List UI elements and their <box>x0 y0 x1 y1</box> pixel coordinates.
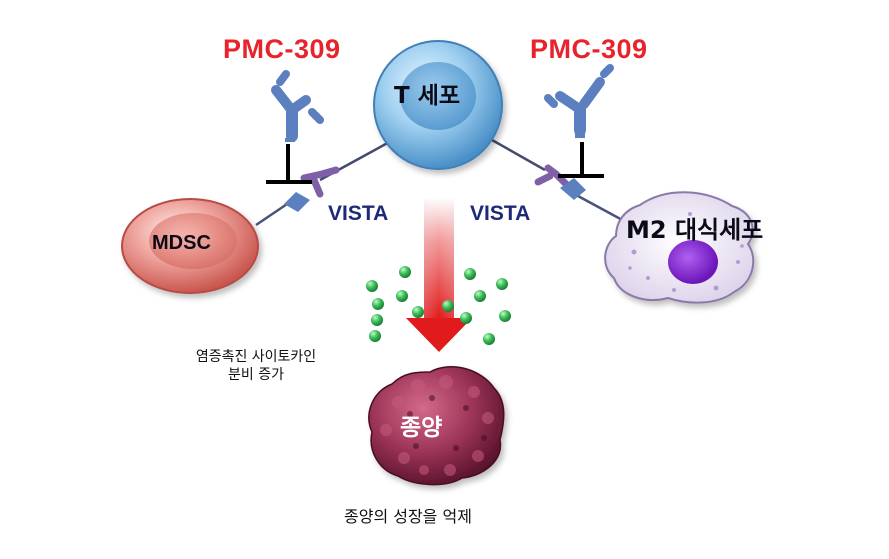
cytokine-note: 염증촉진 사이토카인 분비 증가 <box>168 348 344 384</box>
mdsc-cell <box>121 198 259 294</box>
vista-receptor-left <box>284 166 340 212</box>
cytokine-note-line2: 분비 증가 <box>228 367 284 383</box>
vista-receptor-right <box>534 164 586 200</box>
antibody-right <box>544 64 614 138</box>
secretion-arrow <box>406 198 472 352</box>
macrophage-link <box>577 194 627 224</box>
cytokine-note-line1: 염증촉진 사이토카인 <box>195 349 317 365</box>
mdsc-label: MDSC <box>152 232 211 254</box>
tumor-label: 종양 <box>400 415 443 441</box>
t-cell <box>373 40 503 170</box>
drug-label-left: PMC-309 <box>223 34 341 64</box>
block-symbol-right <box>558 142 604 178</box>
vista-label-left: VISTA <box>328 202 389 225</box>
t-cell-label: T 세포 <box>394 83 461 109</box>
tumor-mass <box>368 366 505 486</box>
outcome-caption: 종양의 성장을 억제 <box>344 507 472 526</box>
m2-macrophage-cell <box>604 191 755 304</box>
block-symbol-left <box>266 144 312 184</box>
antibody-left <box>271 70 324 142</box>
t-cell-right-link <box>491 138 546 172</box>
macrophage-label: M2 대식세포 <box>626 216 764 244</box>
cytokine-dots <box>366 266 511 345</box>
vista-label-right: VISTA <box>470 202 531 225</box>
drug-label-right: PMC-309 <box>530 34 648 64</box>
